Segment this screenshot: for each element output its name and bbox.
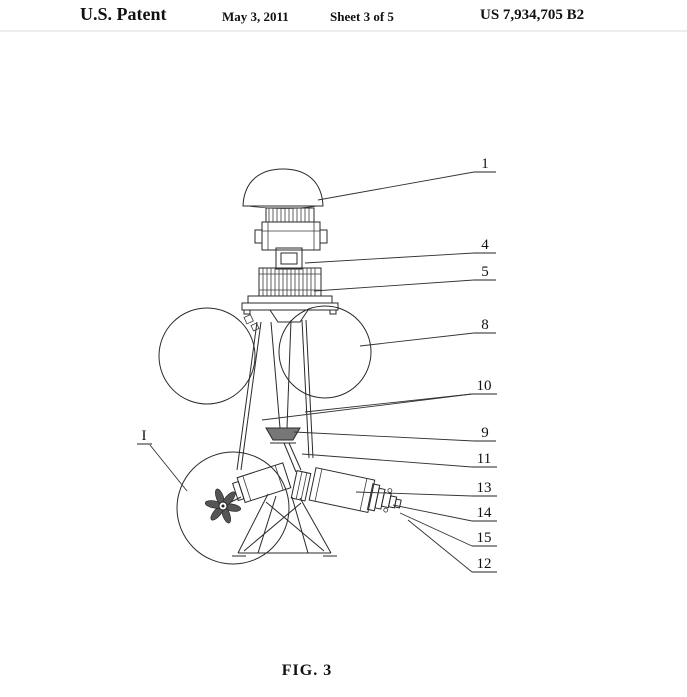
float-left <box>158 307 256 405</box>
ref-label-13: 13 <box>477 480 492 496</box>
leader-lines <box>149 171 475 573</box>
ref-label-I: I <box>142 428 147 444</box>
ref-label-9: 9 <box>481 425 489 441</box>
ref-underlines <box>137 171 497 573</box>
ref-label-10: 10 <box>477 378 492 394</box>
mounting-plate <box>241 295 339 332</box>
propeller <box>204 488 242 524</box>
ref-label-5: 5 <box>481 264 489 280</box>
patent-number: US 7,934,705 B2 <box>480 7 585 23</box>
float-right <box>278 305 372 399</box>
ref-label-1: 1 <box>481 156 489 172</box>
detail-circle <box>176 451 290 565</box>
cooling-fins <box>258 267 322 297</box>
ref-label-8: 8 <box>481 317 489 333</box>
suspension-bracket <box>265 427 302 473</box>
motor-grille <box>265 207 315 223</box>
patent-date: May 3, 2011 <box>222 9 289 24</box>
patent-label: U.S. Patent <box>80 4 167 24</box>
ref-label-12: 12 <box>477 556 492 572</box>
motor-assembly <box>254 221 328 270</box>
figure-caption: FIG. 3 <box>281 662 333 679</box>
ref-label-14: 14 <box>477 505 493 521</box>
ref-label-15: 15 <box>477 530 492 546</box>
ref-label-11: 11 <box>477 451 491 467</box>
support-stand <box>232 493 337 557</box>
gearbox <box>232 462 292 504</box>
aerator-cylinder <box>308 467 402 514</box>
junction-flange <box>290 470 312 502</box>
outlet-flange <box>380 488 402 513</box>
sheet-number: Sheet 3 of 5 <box>330 9 394 24</box>
dome-cap <box>242 168 324 209</box>
tripod-legs <box>236 319 314 471</box>
ref-label-4: 4 <box>481 237 489 253</box>
